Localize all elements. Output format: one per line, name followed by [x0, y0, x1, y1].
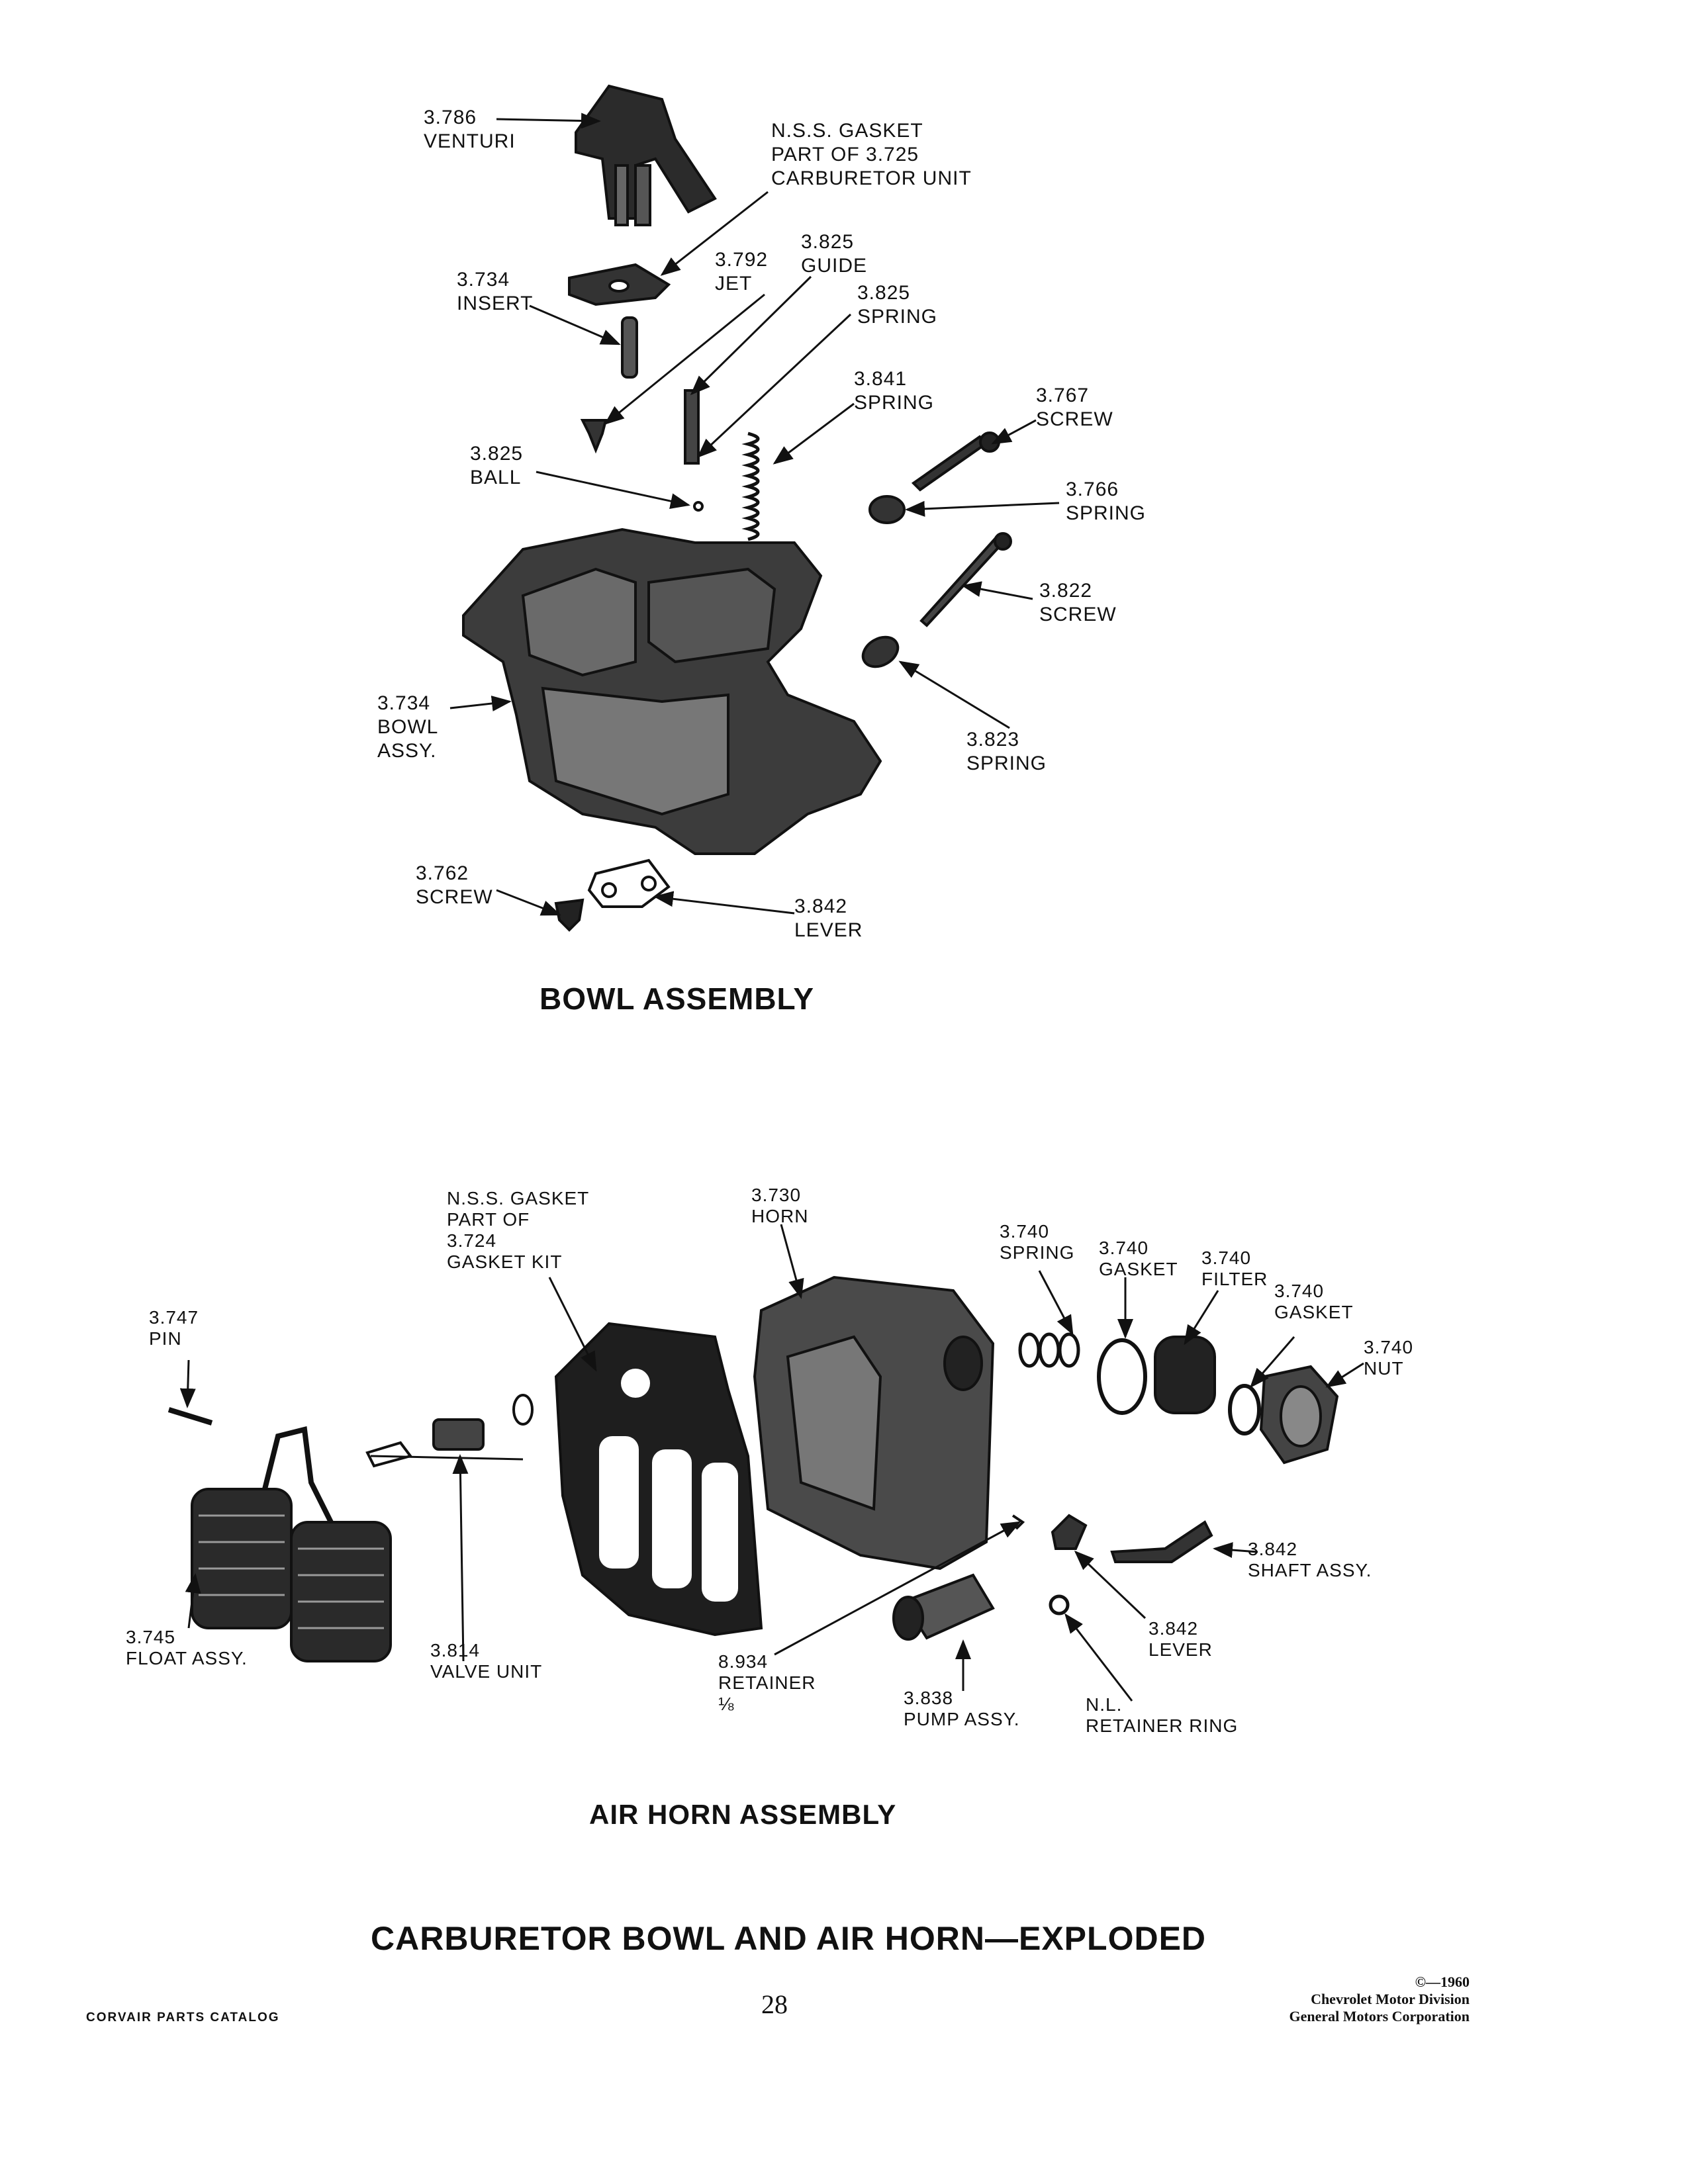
airhorn-assembly-heading: AIR HORN ASSEMBLY — [589, 1799, 897, 1830]
shaft-part — [1110, 1520, 1213, 1563]
venturi-part — [575, 84, 717, 226]
spring-823-part — [861, 635, 900, 668]
airhorn-leader-lines — [179, 1224, 1364, 1702]
airhorn-assembly-drawing — [167, 1275, 1339, 1662]
horn-part — [753, 1275, 995, 1570]
catalog-name: CORVAIR PARTS CATALOG — [86, 2011, 280, 2025]
pump-part — [892, 1573, 995, 1641]
float-part — [191, 1426, 392, 1662]
jet-part — [580, 419, 608, 454]
spring-841-part — [741, 432, 760, 541]
page-number: 28 — [761, 1989, 788, 2019]
screw-767-part — [911, 435, 989, 492]
guide-part — [684, 389, 700, 465]
screw-762-part — [554, 898, 585, 932]
spring-740-part — [1018, 1332, 1080, 1368]
bowl-leader-lines — [449, 113, 1060, 916]
page-title: CARBURETOR BOWL AND AIR HORN—EXPLODED — [371, 1920, 1207, 1957]
gasket-ring-b-part — [1228, 1384, 1261, 1435]
bowl-assembly-drawing — [462, 84, 1012, 932]
filter-part — [1154, 1336, 1216, 1414]
retainer-ring-part — [1049, 1594, 1070, 1615]
lever-842-part — [587, 858, 671, 908]
gasket-ring-part — [1097, 1338, 1147, 1415]
bowl-body-part — [462, 527, 882, 855]
ball-part — [693, 501, 704, 512]
pin-part — [167, 1407, 213, 1426]
valve-part — [365, 1394, 534, 1468]
airhorn-lever-part — [1051, 1514, 1088, 1550]
nut-part — [1259, 1365, 1339, 1465]
bowl-assembly-heading: BOWL ASSEMBLY — [539, 981, 815, 1016]
label-retainer-ring: N.L.RETAINER RING — [1086, 1694, 1239, 1736]
spring-766-part — [868, 495, 906, 524]
screw-822-part — [919, 535, 1005, 627]
insert-part — [621, 316, 638, 379]
